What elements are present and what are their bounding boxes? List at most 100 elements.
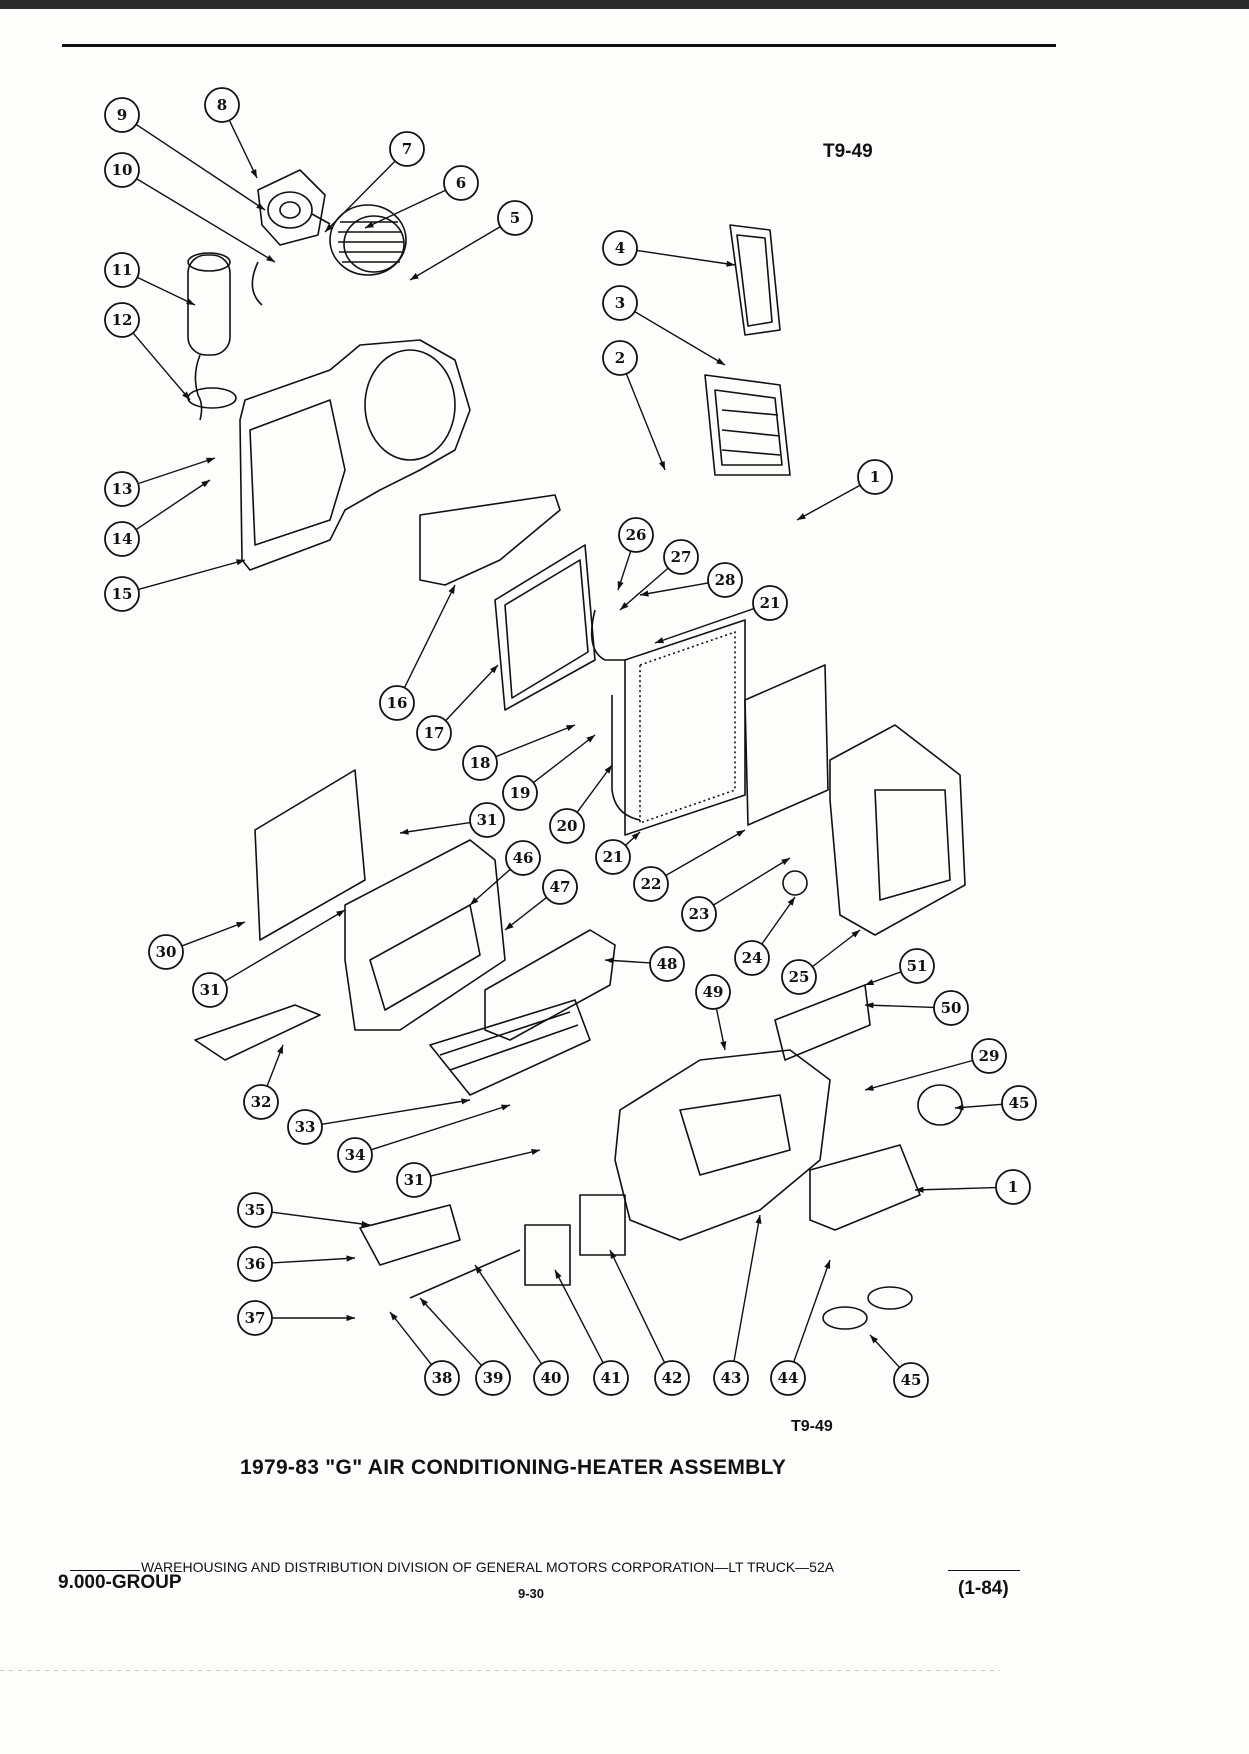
- callout-14: 14: [104, 479, 211, 557]
- page-top-edge: [0, 0, 1249, 9]
- leader-line: [370, 1104, 511, 1151]
- callout-circle: [104, 97, 140, 133]
- callout-number: 24: [742, 949, 763, 967]
- leader-line: [181, 921, 246, 947]
- leader-line: [665, 829, 746, 877]
- callout-48: 48: [604, 946, 685, 982]
- callout-42: 42: [609, 1249, 690, 1396]
- leader-arrowhead: [390, 1312, 398, 1321]
- callout-circle: [593, 1360, 629, 1396]
- leader-line: [554, 1269, 604, 1364]
- callout-5: 5: [409, 200, 533, 281]
- leader-arrowhead: [865, 979, 874, 985]
- heater-core-part: [429, 999, 591, 1096]
- leader-line: [474, 1264, 543, 1365]
- callout-number: 31: [404, 1171, 425, 1189]
- figure-ref-bottom: T9-49: [791, 1418, 833, 1435]
- callout-circle: [707, 562, 743, 598]
- leader-arrowhead: [325, 223, 334, 232]
- callout-11: 11: [104, 252, 196, 306]
- callout-number: 10: [112, 161, 133, 179]
- leader-arrowhead: [236, 922, 245, 928]
- heater-case-upper-part: [344, 839, 506, 1031]
- leader-arrowhead: [605, 957, 614, 964]
- leader-arrowhead: [470, 897, 479, 905]
- callout-1: 1: [796, 459, 893, 521]
- callout-number: 14: [112, 530, 133, 548]
- callout-circle: [416, 715, 452, 751]
- callout-36: 36: [237, 1246, 356, 1282]
- callout-circle: [389, 131, 425, 167]
- leader-arrowhead: [182, 391, 190, 400]
- leader-arrowhead: [658, 461, 665, 470]
- callout-number: 47: [550, 878, 571, 896]
- blower-wheel-part: [329, 204, 407, 276]
- callout-circle: [148, 934, 184, 970]
- leader-arrowhead: [505, 922, 514, 930]
- callout-circle: [104, 152, 140, 188]
- callout-50: 50: [864, 990, 969, 1026]
- evaporator-case-part: [829, 724, 966, 936]
- callout-6: 6: [364, 165, 479, 229]
- leader-line: [533, 734, 596, 784]
- callout-8: 8: [204, 87, 258, 179]
- leader-arrowhead: [566, 725, 575, 732]
- callout-number: 36: [245, 1255, 266, 1273]
- callout-circle: [104, 576, 140, 612]
- side-panel-part: [254, 769, 366, 941]
- callout-number: 50: [941, 999, 962, 1017]
- callout-number: 8: [217, 96, 227, 114]
- callout-number: 9: [117, 106, 127, 124]
- callout-49: 49: [695, 974, 731, 1051]
- callout-circle: [695, 974, 731, 1010]
- callout-layer: 1234567891011121314151617181920212122232…: [104, 87, 1037, 1398]
- leader-arrowhead: [604, 765, 612, 774]
- callout-circle: [379, 685, 415, 721]
- leader-arrowhead: [631, 832, 640, 841]
- callout-circle: [1001, 1085, 1037, 1121]
- insulation-part: [744, 664, 829, 826]
- leader-arrowhead: [475, 1265, 483, 1274]
- door-part: [579, 1194, 626, 1256]
- footer-page-number: 9-30: [518, 1586, 545, 1601]
- callout-7: 7: [324, 131, 425, 233]
- rod-part: [409, 1249, 521, 1299]
- leader-arrowhead: [586, 735, 595, 743]
- callout-27: 27: [619, 539, 699, 611]
- callout-number: 21: [760, 594, 781, 612]
- callout-number: 38: [432, 1369, 453, 1387]
- callout-number: 7: [402, 140, 412, 158]
- callout-circle: [781, 959, 817, 995]
- leader-line: [504, 896, 548, 931]
- leader-line: [389, 1311, 433, 1366]
- callout-circle: [663, 539, 699, 575]
- callout-circle: [654, 1360, 690, 1396]
- callout-circle: [475, 1360, 511, 1396]
- callout-number: 11: [112, 261, 133, 279]
- callout-22: 22: [633, 829, 746, 902]
- callout-number: 39: [483, 1369, 504, 1387]
- callout-circle: [893, 1362, 929, 1398]
- callout-9: 9: [104, 97, 266, 211]
- leader-line: [430, 1149, 541, 1177]
- heater-duct-part: [484, 929, 616, 1041]
- leader-arrowhead: [365, 221, 374, 228]
- leader-line: [409, 226, 501, 281]
- leader-arrowhead: [250, 169, 257, 178]
- leader-arrowhead: [610, 1250, 617, 1259]
- leader-line: [228, 120, 258, 179]
- callout-28: 28: [639, 562, 743, 598]
- leader-arrowhead: [277, 1045, 283, 1054]
- callout-34: 34: [337, 1104, 511, 1173]
- scan-artifact: [0, 1670, 1000, 1671]
- evaporator-core-part: [590, 609, 746, 836]
- shaft-part: [359, 1204, 461, 1266]
- callout-number: 6: [456, 174, 466, 192]
- callout-number: 23: [689, 905, 710, 923]
- callout-16: 16: [379, 584, 456, 721]
- leader-line: [495, 724, 576, 758]
- leader-arrowhead: [620, 602, 629, 610]
- callout-number: 13: [112, 480, 133, 498]
- leader-line: [324, 160, 396, 233]
